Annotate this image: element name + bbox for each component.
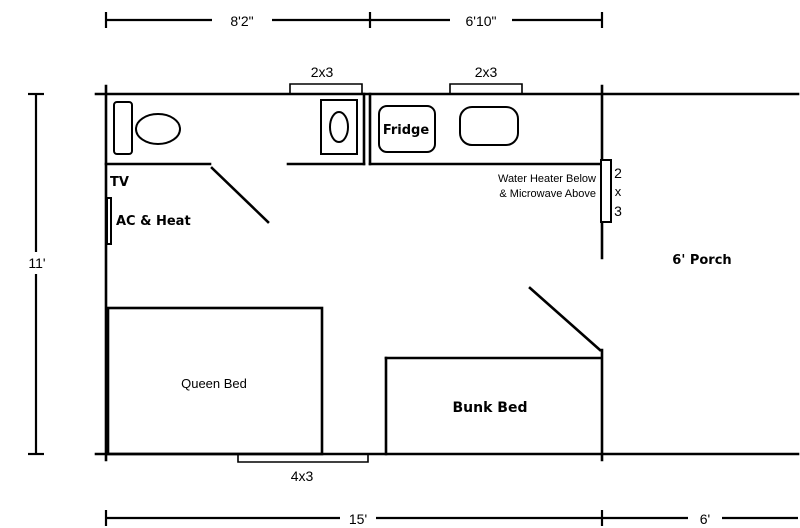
top-dimension: 8'2" 6'10" — [104, 10, 604, 30]
bunk-bed-label: Bunk Bed — [453, 400, 528, 416]
bathtub-fixture — [113, 101, 133, 155]
dim-bottom-main: 15' — [349, 511, 367, 527]
bedroom-window: 4x3 — [237, 454, 369, 484]
dim-bottom-porch: 6' — [700, 511, 710, 527]
fridge-fixture — [378, 105, 436, 153]
queen-bed: Queen Bed — [106, 306, 324, 456]
bathroom — [104, 92, 366, 224]
tv-label: TV — [110, 175, 129, 190]
water-heater-label-2: & Microwave Above — [499, 188, 596, 200]
bathroom-window-label: 2x3 — [311, 64, 334, 80]
bunk-bed: Bunk Bed — [384, 356, 602, 456]
dim-left-height: 11' — [28, 255, 45, 271]
dim-top-left: 8'2" — [230, 13, 253, 29]
bedroom-window-label: 4x3 — [291, 468, 314, 484]
toilet-bowl — [329, 111, 349, 143]
dim-top-right: 6'10" — [465, 13, 496, 29]
kitchen-window-label: 2x3 — [475, 64, 498, 80]
side-window-label-2: x — [615, 184, 622, 199]
side-window-label-3: 3 — [614, 203, 622, 219]
bathroom-window: 2x3 — [289, 64, 363, 94]
side-window-label-1: 2 — [614, 165, 622, 181]
left-dimension: 11' — [24, 92, 52, 456]
entry-door — [528, 286, 602, 352]
bathroom-door — [210, 166, 270, 224]
ac-heat-label: AC & Heat — [116, 214, 191, 229]
bottom-dimension: 15' 6' — [104, 508, 798, 528]
kitchen-window: 2x3 — [449, 64, 523, 94]
kitchen: Fridge Water Heater Below & Microwave Ab… — [368, 92, 604, 200]
sink-fixture — [135, 113, 181, 145]
tv-ac-wall: TV AC & Heat — [106, 175, 191, 245]
queen-bed-label: Queen Bed — [181, 376, 247, 391]
fridge-label: Fridge — [383, 123, 430, 138]
ac-heat-unit — [106, 197, 112, 245]
porch-label: 6' Porch — [672, 253, 731, 268]
exterior-walls — [94, 84, 800, 462]
side-window: 2 x 3 — [600, 159, 622, 223]
water-heater-label-1: Water Heater Below — [498, 173, 596, 185]
stove-fixture — [459, 106, 519, 146]
